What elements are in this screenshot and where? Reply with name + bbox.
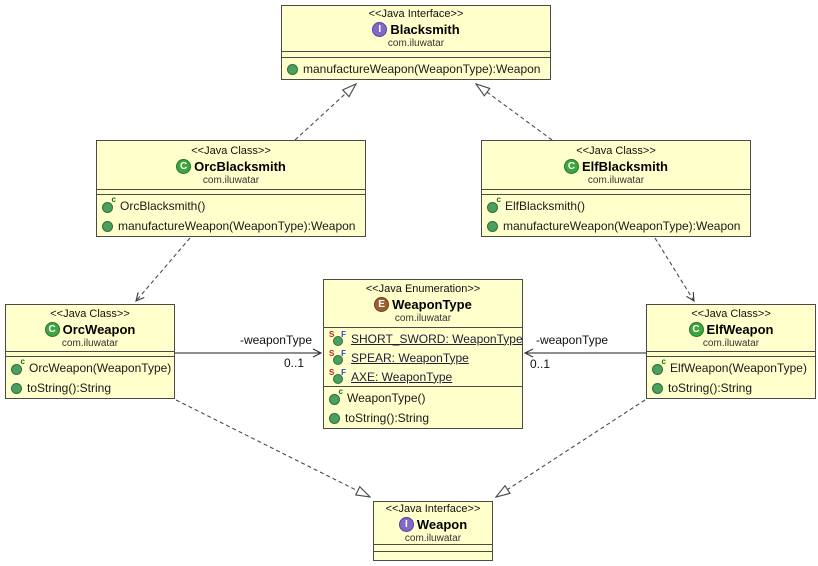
package-label: com.iluwatar — [202, 174, 260, 186]
method-icon — [102, 220, 113, 232]
methods-compartment — [374, 552, 492, 560]
constructor-row[interactable]: c OrcBlacksmith() — [97, 196, 365, 216]
constructor-icon: c — [652, 358, 666, 375]
constructor-icon: c — [487, 196, 501, 213]
constructor-row[interactable]: c ElfWeapon(WeaponType) — [647, 358, 815, 378]
class-box-blacksmith[interactable]: <<Java Interface>> I Blacksmith com.iluw… — [281, 5, 551, 80]
stereotype-label: <<Java Class>> — [576, 144, 656, 157]
class-icon: C — [564, 158, 579, 174]
package-label: com.iluwatar — [702, 337, 760, 349]
constructor-icon: c — [329, 388, 343, 405]
class-box-orcblacksmith[interactable]: <<Java Class>> C OrcBlacksmith com.iluwa… — [96, 140, 366, 237]
class-icon: C — [44, 321, 60, 337]
method-icon — [11, 382, 22, 394]
method-row[interactable]: manufactureWeapon(WeaponType):Weapon — [282, 59, 550, 79]
methods-compartment: c ElfWeapon(WeaponType) toString():Strin… — [647, 357, 815, 398]
stereotype-label: <<Java Interface>> — [368, 8, 464, 20]
fields-compartment — [97, 190, 365, 195]
association-role-label: -weaponType — [239, 333, 312, 347]
edge-elfblacksmith-creates-elfweapon[interactable] — [654, 237, 695, 303]
method-icon — [652, 382, 663, 394]
package-label: com.iluwatar — [587, 174, 645, 186]
stereotype-label: <<Java Enumeration>> — [365, 283, 481, 295]
stereotype-label: <<Java Interface>> — [385, 502, 481, 515]
methods-compartment: manufactureWeapon(WeaponType):Weapon — [282, 58, 550, 79]
method-icon — [287, 63, 298, 75]
fields-compartment — [282, 52, 550, 58]
edge-orcblacksmith-implements-blacksmith[interactable] — [294, 84, 356, 141]
constructor-row[interactable]: c OrcWeapon(WeaponType) — [6, 358, 174, 378]
class-icon: C — [688, 321, 704, 337]
stereotype-label: <<Java Class>> — [691, 307, 771, 320]
stereotype-label: <<Java Class>> — [50, 307, 130, 320]
constructor-row[interactable]: c WeaponType() — [324, 388, 522, 408]
package-label: com.iluwatar — [404, 532, 462, 544]
fields-compartment — [374, 545, 492, 552]
methods-compartment: c WeaponType() toString():String — [324, 387, 522, 428]
method-icon — [329, 412, 340, 424]
association-role-label: -weaponType — [536, 333, 609, 347]
method-row[interactable]: manufactureWeapon(WeaponType):Weapon — [482, 216, 750, 236]
method-row[interactable]: manufactureWeapon(WeaponType):Weapon — [97, 216, 365, 236]
package-label: com.iluwatar — [387, 38, 445, 49]
enum-icon: E — [374, 297, 390, 312]
method-row[interactable]: toString():String — [6, 378, 174, 398]
class-name: ElfBlacksmith — [582, 158, 668, 174]
stereotype-label: <<Java Class>> — [191, 144, 271, 157]
method-row[interactable]: toString():String — [324, 408, 522, 428]
package-label: com.iluwatar — [394, 313, 452, 324]
class-icon: C — [176, 158, 192, 174]
fields-compartment — [6, 352, 174, 357]
methods-compartment: c OrcWeapon(WeaponType) toString():Strin… — [6, 357, 174, 398]
method-row[interactable]: toString():String — [647, 378, 815, 398]
fields-compartment — [482, 190, 750, 195]
package-label: com.iluwatar — [61, 337, 119, 349]
constructor-row[interactable]: c ElfBlacksmith() — [482, 196, 750, 216]
class-box-weapon[interactable]: <<Java Interface>> I Weapon com.iluwatar — [373, 501, 493, 561]
methods-compartment: c ElfBlacksmith() manufactureWeapon(Weap… — [482, 195, 750, 236]
class-name: OrcBlacksmith — [194, 158, 286, 174]
constructor-icon: c — [102, 196, 116, 213]
association-multiplicity-label: 0..1 — [284, 356, 305, 370]
class-name: ElfWeapon — [706, 321, 774, 337]
class-name: OrcWeapon — [62, 321, 136, 337]
edge-elfblacksmith-implements-blacksmith[interactable] — [476, 84, 553, 141]
class-name: WeaponType — [392, 297, 472, 312]
fields-compartment — [647, 352, 815, 357]
class-name: Weapon — [416, 516, 468, 532]
class-box-weapontype[interactable]: <<Java Enumeration>> E WeaponType com.il… — [323, 279, 523, 429]
edge-orcblacksmith-creates-orcweapon[interactable] — [135, 237, 191, 302]
interface-icon: I — [398, 516, 414, 532]
method-icon — [487, 220, 498, 232]
class-box-elfblacksmith[interactable]: <<Java Class>> C ElfBlacksmith com.iluwa… — [481, 140, 751, 237]
class-name: Blacksmith — [390, 22, 460, 37]
class-box-orcweapon[interactable]: <<Java Class>> C OrcWeapon com.iluwatar … — [5, 304, 175, 399]
class-box-elfweapon[interactable]: <<Java Class>> C ElfWeapon com.iluwatar … — [646, 304, 816, 399]
interface-icon: I — [372, 22, 388, 37]
methods-compartment: c OrcBlacksmith() manufactureWeapon(Weap… — [97, 195, 365, 236]
constructor-icon: c — [11, 358, 25, 375]
association-multiplicity-label: 0..1 — [530, 357, 551, 371]
